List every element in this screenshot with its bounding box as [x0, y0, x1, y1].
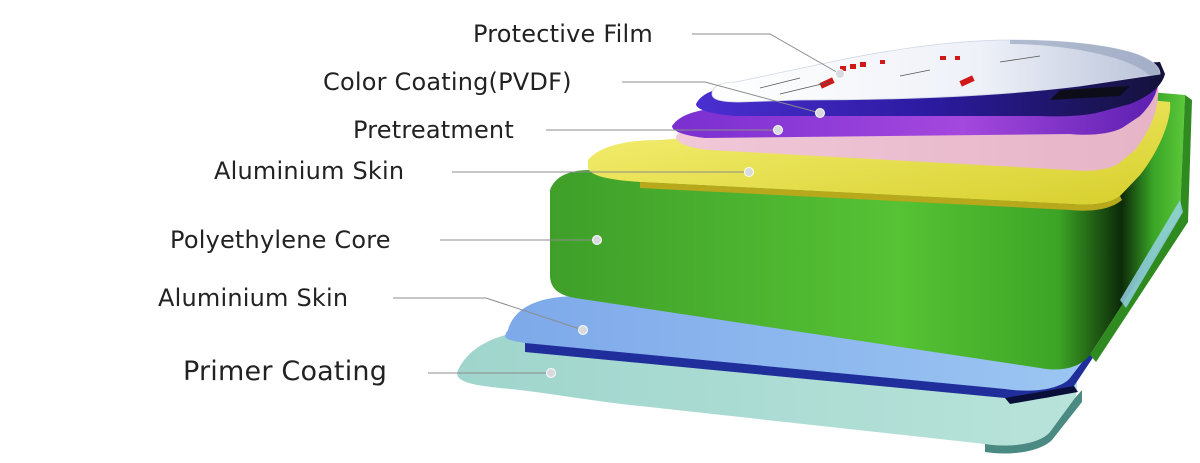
label-aluminium-skin-top: Aluminium Skin [214, 157, 405, 185]
label-aluminium-skin-bottom: Aluminium Skin [158, 284, 349, 312]
label-polyethylene-core: Polyethylene Core [170, 226, 391, 254]
dot-aluminium-skin-top [744, 167, 754, 177]
label-color-coating: Color Coating(PVDF) [323, 68, 572, 96]
dot-polyethylene-core [592, 235, 602, 245]
dot-aluminium-skin-bottom [578, 325, 588, 335]
dot-color-coating [815, 108, 825, 118]
film-print-text [759, 55, 1041, 95]
leader-dots [546, 69, 845, 378]
label-protective-film: Protective Film [473, 20, 653, 48]
dot-pretreatment [773, 125, 783, 135]
dot-protective-film [835, 69, 845, 79]
layer-protective-film [711, 39, 1161, 103]
label-primer-coating: Primer Coating [183, 356, 388, 387]
label-pretreatment: Pretreatment [353, 116, 514, 144]
layer-aluminium-skin-bottom [505, 296, 1095, 404]
dot-primer-coating [546, 368, 556, 378]
leader-lines [393, 33, 841, 374]
